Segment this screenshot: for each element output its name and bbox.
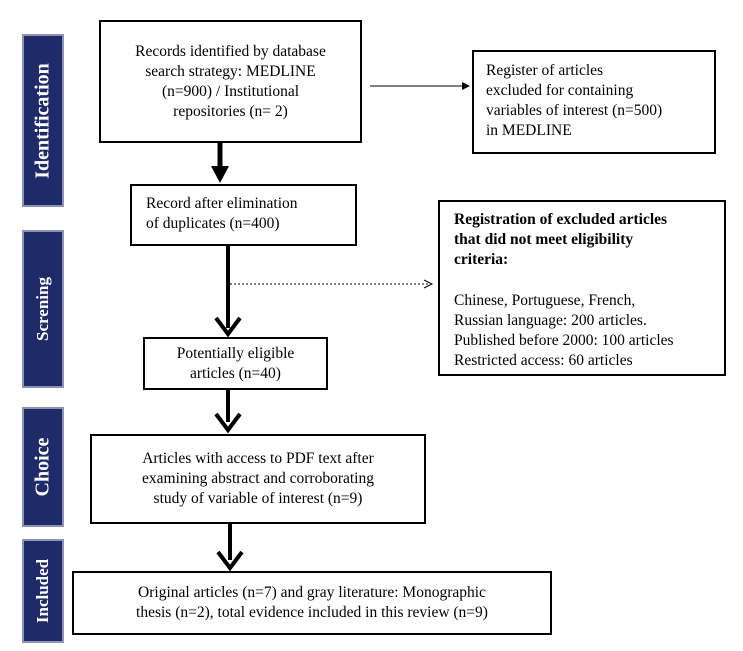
included-line-1: Original articles (n=7) and gray literat… — [138, 584, 486, 601]
arrowhead-duplicates-to-eligible — [214, 316, 242, 338]
excluded-eligibility-title-1: Registration of excluded articles — [454, 211, 668, 228]
after-duplicates-line-1: Record after elimination — [146, 195, 298, 212]
stage-choice: Choice — [22, 407, 64, 527]
arrowhead-pdf-to-included — [216, 550, 244, 572]
box-pdf-access: Articles with access to PDF text after e… — [90, 434, 426, 524]
stage-identification: Identification — [22, 34, 64, 207]
excluded-eligibility-item-3: Published before 2000: 100 articles — [454, 332, 674, 349]
records-identified-line-1: Records identified by database — [135, 42, 326, 60]
excluded-eligibility-item-2: Russian language: 200 articles. — [454, 312, 647, 329]
potentially-eligible-line-1: Potentially eligible — [176, 344, 295, 362]
records-identified-line-3: (n=900) / Institutional — [161, 82, 300, 100]
excluded-variables-line-2: excluded for containing — [486, 82, 634, 99]
stage-screening: Screning — [22, 230, 64, 388]
excluded-eligibility-title-3: criteria: — [454, 251, 509, 268]
pdf-access-line-3: study of variable of interest (n=9) — [153, 490, 363, 507]
arrowhead-identified-to-duplicates — [211, 166, 229, 183]
box-after-duplicates: Record after elimination of duplicates (… — [130, 184, 357, 246]
records-identified-line-4: repositories (n= 2) — [173, 102, 288, 120]
excluded-variables-line-4: in MEDLINE — [486, 122, 572, 139]
stage-included: Included — [22, 539, 64, 643]
potentially-eligible-line-2: articles (n=40) — [190, 364, 281, 382]
excluded-variables-line-1: Register of articles — [486, 62, 604, 79]
pdf-access-line-2: examining abstract and corroborating — [142, 470, 374, 487]
box-excluded-eligibility: Registration of excluded articles that d… — [438, 200, 726, 376]
arrowhead-identified-to-excluded — [462, 82, 470, 90]
arrowhead-duplicates-to-ineligible — [423, 279, 434, 289]
after-duplicates-line-2: of duplicates (n=400) — [146, 215, 280, 232]
arrowhead-eligible-to-pdf — [214, 412, 242, 434]
excluded-eligibility-title-2: that did not meet eligibility — [454, 231, 634, 248]
excluded-variables-line-3: variables of interest (n=500) — [486, 102, 663, 119]
box-records-identified: Records identified by database search st… — [99, 20, 362, 143]
box-excluded-variables: Register of articles excluded for contai… — [472, 50, 716, 154]
pdf-access-line-1: Articles with access to PDF text after — [142, 450, 374, 467]
excluded-eligibility-item-4: Restricted access: 60 articles — [454, 352, 633, 369]
box-potentially-eligible: Potentially eligible articles (n=40) — [143, 337, 328, 390]
records-identified-line-2: search strategy: MEDLINE — [145, 62, 316, 80]
included-line-2: thesis (n=2), total evidence included in… — [136, 604, 488, 621]
excluded-eligibility-item-1: Chinese, Portuguese, French, — [454, 292, 636, 309]
box-included: Original articles (n=7) and gray literat… — [72, 571, 552, 635]
